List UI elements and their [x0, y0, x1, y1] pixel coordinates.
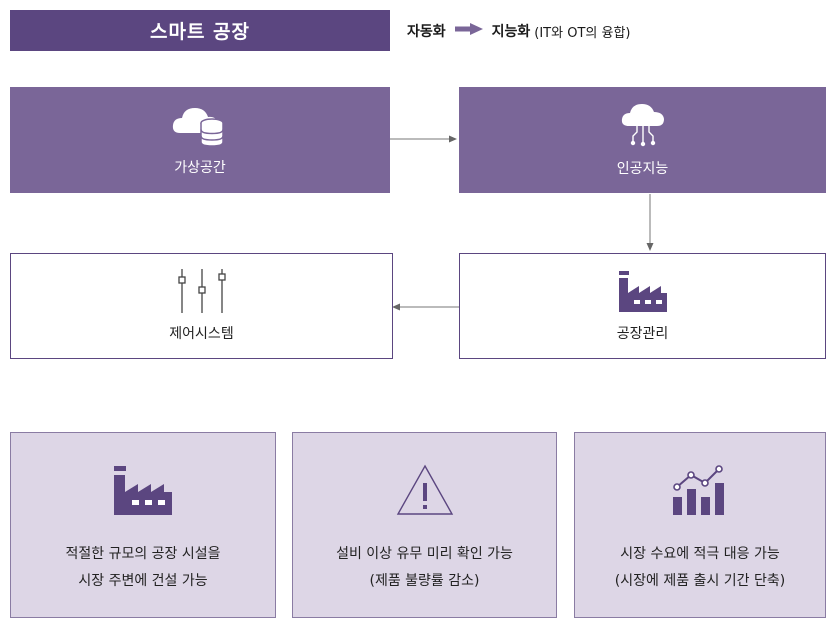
subtitle: 자동화 지능화 (IT와 OT의 융합): [407, 18, 630, 44]
feature-2-line-1: 설비 이상 유무 미리 확인 가능: [336, 546, 513, 562]
factory-management-label: 공장관리: [616, 326, 669, 342]
ai-label: 인공지능: [616, 161, 669, 177]
factory-icon: [112, 461, 174, 519]
feature-2-line-2: (제품 불량률 감소): [369, 573, 480, 589]
sliders-icon: [172, 269, 232, 317]
right-arrow-icon: [454, 23, 483, 39]
warning-icon: [395, 461, 455, 519]
page-title: 스마트 공장: [10, 10, 390, 51]
page-title-text: 스마트 공장: [149, 21, 250, 43]
virtual-space-box: 가상공간: [10, 87, 390, 193]
control-system-box: 제어시스템: [10, 253, 393, 359]
feature-card-3: 시장 수요에 적극 대응 가능 (시장에 제품 출시 기간 단축): [574, 432, 826, 618]
virtual-space-label: 가상공간: [174, 160, 226, 176]
feature-card-1: 적절한 규모의 공장 시설을 시장 주변에 건설 가능: [10, 432, 276, 618]
growth-chart-icon: [669, 461, 731, 519]
subtitle-from: 자동화: [407, 24, 446, 40]
feature-1-line-2: 시장 주변에 건설 가능: [78, 573, 208, 589]
control-system-label: 제어시스템: [169, 326, 234, 342]
cloud-network-icon: [620, 102, 666, 152]
cloud-database-icon: [172, 103, 228, 151]
factory-management-box: 공장관리: [459, 253, 826, 359]
feature-3-line-2: (시장에 제품 출시 기간 단축): [614, 573, 786, 589]
ai-box: 인공지능: [459, 87, 826, 193]
feature-card-2: 설비 이상 유무 미리 확인 가능 (제품 불량률 감소): [292, 432, 557, 618]
subtitle-note: (IT와 OT의 융합): [534, 25, 631, 41]
feature-1-line-1: 적절한 규모의 공장 시설을: [65, 546, 221, 562]
factory-icon: [617, 269, 669, 317]
feature-3-line-1: 시장 수요에 적극 대응 가능: [620, 546, 780, 562]
subtitle-to: 지능화: [491, 24, 531, 40]
